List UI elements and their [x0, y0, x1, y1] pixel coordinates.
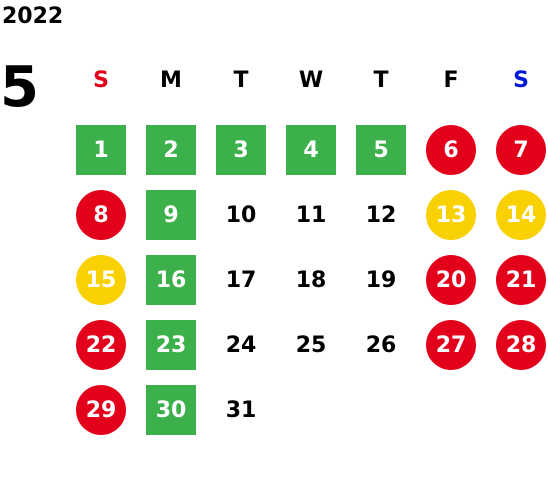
calendar-day-1: 1 [76, 125, 126, 175]
weekday-header: S [513, 68, 529, 93]
weekday-header: T [233, 68, 249, 93]
calendar-day-7: 7 [496, 125, 546, 175]
calendar-day-4: 4 [286, 125, 336, 175]
weekday-header: W [298, 68, 324, 93]
calendar-day-25: 25 [295, 332, 327, 358]
calendar-day-5: 5 [356, 125, 406, 175]
weekday-header: F [443, 68, 459, 93]
calendar-day-10: 10 [225, 202, 257, 228]
calendar-day-13: 13 [426, 190, 476, 240]
calendar-day-15: 15 [76, 255, 126, 305]
year-label: 2022 [2, 4, 64, 29]
calendar-day-18: 18 [295, 267, 327, 293]
calendar-day-14: 14 [496, 190, 546, 240]
calendar-day-16: 16 [146, 255, 196, 305]
calendar-day-22: 22 [76, 320, 126, 370]
calendar-day-31: 31 [225, 397, 257, 423]
calendar-day-12: 12 [365, 202, 397, 228]
calendar-day-26: 26 [365, 332, 397, 358]
calendar-day-27: 27 [426, 320, 476, 370]
calendar-day-21: 21 [496, 255, 546, 305]
calendar-day-11: 11 [295, 202, 327, 228]
calendar-day-24: 24 [225, 332, 257, 358]
calendar-day-17: 17 [225, 267, 257, 293]
calendar-day-2: 2 [146, 125, 196, 175]
weekday-header: M [160, 68, 182, 93]
weekday-header: S [93, 68, 109, 93]
month-label: 5 [0, 55, 39, 120]
calendar-day-28: 28 [496, 320, 546, 370]
calendar-day-29: 29 [76, 385, 126, 435]
calendar-day-9: 9 [146, 190, 196, 240]
calendar-day-23: 23 [146, 320, 196, 370]
calendar-day-20: 20 [426, 255, 476, 305]
calendar-day-30: 30 [146, 385, 196, 435]
calendar-day-3: 3 [216, 125, 266, 175]
calendar-day-19: 19 [365, 267, 397, 293]
weekday-header: T [373, 68, 389, 93]
calendar-day-6: 6 [426, 125, 476, 175]
calendar-day-8: 8 [76, 190, 126, 240]
